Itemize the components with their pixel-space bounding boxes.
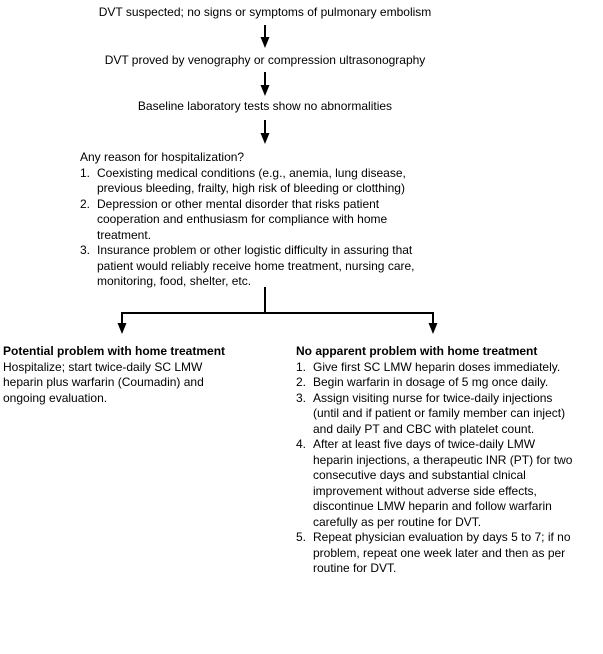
branch-no-apparent-problem: No apparent problem with home treatment …: [296, 344, 598, 577]
flow-step-dvt-proved: DVT proved by venography or compression …: [104, 53, 426, 67]
arrow-down-icon-3: [260, 120, 270, 144]
item-number: 1.: [296, 359, 307, 374]
home-treatment-step-4: 4. After at least five days of twice-dai…: [296, 437, 598, 530]
item-number: 2.: [80, 196, 91, 211]
arrow-down-icon-1: [260, 25, 270, 48]
arrow-down-icon-left-branch: [117, 312, 127, 334]
branch-heading-potential-problem: Potential problem with home treatment: [3, 344, 226, 358]
hospitalization-item-2: 2. Depression or other mental disorder t…: [80, 197, 520, 244]
item-number: 2.: [296, 375, 307, 389]
item-text: Insurance problem or other logistic diff…: [97, 243, 415, 288]
flow-step-baseline-tests: Baseline laboratory tests show no abnorm…: [137, 99, 393, 113]
branch-potential-problem: Potential problem with home treatment Ho…: [3, 344, 293, 406]
flow-step-dvt-suspected: DVT suspected; no signs or symptoms of p…: [98, 5, 432, 19]
arrow-down-icon-right-branch: [428, 312, 438, 334]
item-number: 5.: [296, 530, 307, 544]
home-treatment-step-1: 1. Give first SC LMW heparin doses immed…: [296, 360, 598, 376]
item-text: Depression or other mental disorder that…: [97, 196, 388, 242]
home-treatment-step-3: 3. Assign visiting nurse for twice-daily…: [296, 391, 598, 438]
item-text: Coexisting medical conditions (e.g., ane…: [97, 165, 406, 196]
home-treatment-step-2: 2. Begin warfarin in dosage of 5 mg once…: [296, 375, 598, 391]
hospitalization-item-1: 1. Coexisting medical conditions (e.g., …: [80, 166, 520, 197]
hospitalization-reasons-block: Any reason for hospitalization? 1. Coexi…: [80, 150, 520, 290]
item-text: After at least five days of twice-daily …: [313, 437, 573, 529]
item-number: 4.: [296, 437, 307, 451]
branch-connector: [121, 287, 434, 314]
item-text: Begin warfarin in dosage of 5 mg once da…: [313, 375, 549, 389]
item-text: Repeat physician evaluation by days 5 to…: [313, 530, 571, 575]
branch-body-hospitalize: Hospitalize; start twice-daily SC LMW he…: [3, 359, 204, 405]
item-text: Give first SC LMW heparin doses immediat…: [313, 359, 561, 374]
home-treatment-step-5: 5. Repeat physician evaluation by days 5…: [296, 530, 598, 577]
arrow-down-icon-2: [260, 72, 270, 96]
item-number: 3.: [80, 243, 91, 257]
hospitalization-question: Any reason for hospitalization?: [80, 150, 245, 164]
item-text: Assign visiting nurse for twice-daily in…: [313, 390, 566, 436]
item-number: 1.: [80, 165, 91, 180]
hospitalization-item-3: 3. Insurance problem or other logistic d…: [80, 243, 520, 290]
branch-heading-no-apparent-problem: No apparent problem with home treatment: [296, 344, 538, 358]
item-number: 3.: [296, 390, 307, 405]
